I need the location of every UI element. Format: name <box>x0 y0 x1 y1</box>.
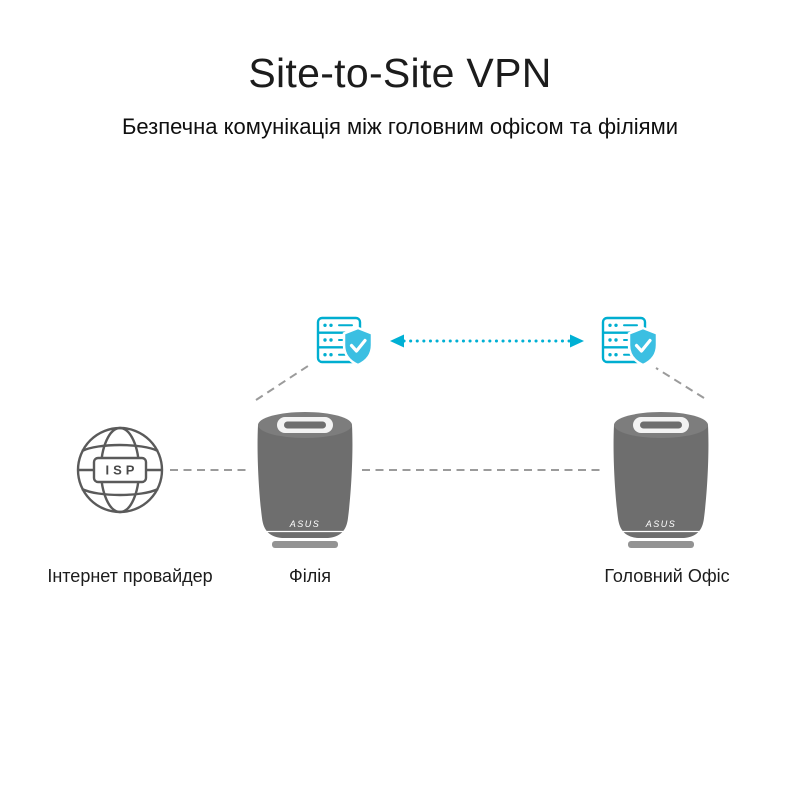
secure-gateway-icon-branch <box>316 316 374 367</box>
vpn-tunnel-arrow <box>390 334 584 348</box>
router-base <box>628 541 694 548</box>
shield-check-icon <box>627 326 659 367</box>
branch-to-gateway-line <box>255 365 309 401</box>
isp-globe-icon: ISP <box>76 426 164 514</box>
server-leds <box>323 323 333 357</box>
page-subtitle: Безпечна комунікація між головним офісом… <box>121 114 678 139</box>
vpn-diagram: ISP ASUS ASUS Інтернет провайдер Філія Г… <box>47 316 730 586</box>
router-device-branch: ASUS <box>257 412 353 548</box>
server-leds <box>608 323 618 357</box>
connection-lines <box>170 365 705 471</box>
hq-to-gateway-line <box>655 367 705 399</box>
isp-badge <box>92 456 148 484</box>
arrowhead-left <box>390 334 404 348</box>
router-brand-text: ASUS <box>289 519 321 529</box>
shield-check-icon <box>342 326 374 367</box>
page-title: Site-to-Site VPN <box>248 50 552 96</box>
router-brand-text: ASUS <box>645 519 677 529</box>
isp-label: Інтернет провайдер <box>47 566 212 586</box>
isp-icon-text: ISP <box>106 463 139 478</box>
hq-label: Головний Офіс <box>604 566 729 586</box>
router-base <box>272 541 338 548</box>
arrowhead-right <box>570 334 584 348</box>
branch-label: Філія <box>289 566 331 586</box>
router-device-hq: ASUS <box>613 412 709 548</box>
secure-gateway-icon-hq <box>601 316 659 367</box>
